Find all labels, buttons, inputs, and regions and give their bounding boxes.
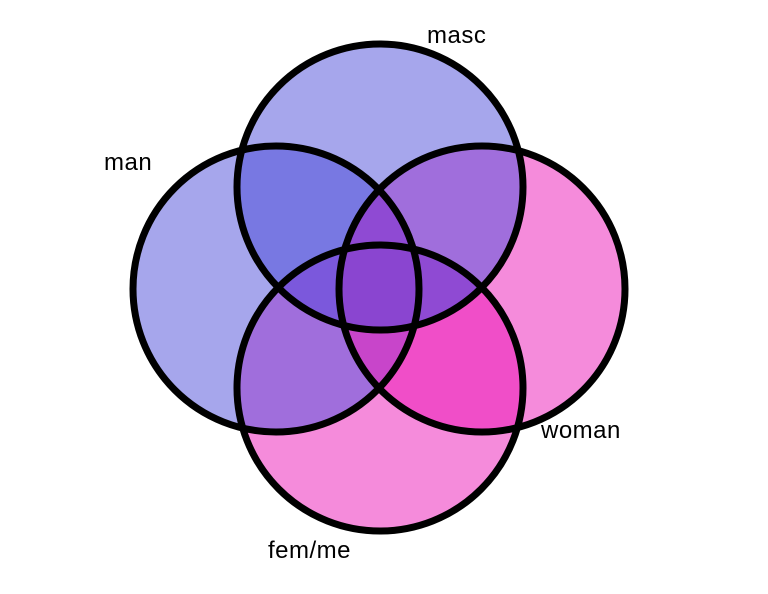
- masc-outline: [233, 40, 527, 334]
- label-woman: woman: [540, 417, 621, 444]
- woman-outline: [335, 142, 629, 436]
- circle-outlines: [129, 40, 629, 535]
- label-fem: fem/me: [268, 537, 351, 564]
- label-masc: masc: [427, 22, 486, 49]
- man-outline: [129, 142, 423, 436]
- set-labels: masc man woman fem/me: [104, 22, 621, 564]
- fem-outline: [233, 241, 527, 535]
- label-man: man: [104, 149, 152, 176]
